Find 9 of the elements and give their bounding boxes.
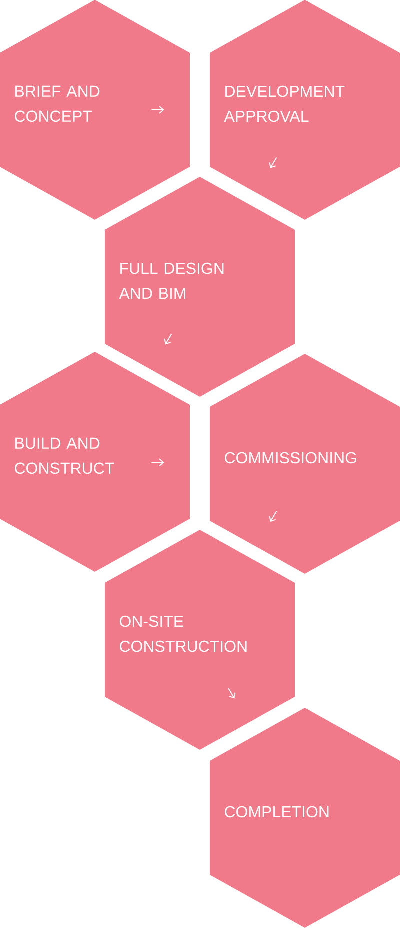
- hexagon: BRIEF AND CONCEPT: [0, 0, 190, 220]
- node-label: FULL DESIGN AND BIM: [119, 262, 224, 300]
- hexagon: ON-SITE CONSTRUCTION: [105, 530, 295, 750]
- hexagon: FULL DESIGN AND BIM: [105, 177, 295, 397]
- hexagon: COMMISSIONING: [210, 354, 400, 574]
- hexagon: COMPLETION: [210, 708, 400, 928]
- hexagon: BUILD AND CONSTRUCT: [0, 352, 190, 572]
- node-label: ON-SITE CONSTRUCTION: [120, 616, 247, 652]
- hexagon: DEVELOPMENT APPROVAL: [210, 0, 400, 220]
